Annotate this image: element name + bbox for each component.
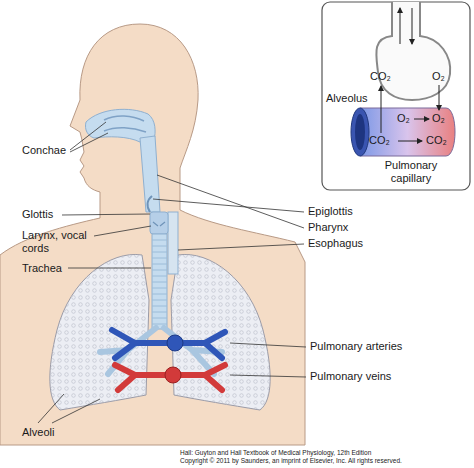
part-label: Alveolus xyxy=(326,92,368,105)
gas-label: CO₂ xyxy=(370,70,391,83)
part-label: Pulmonary veins xyxy=(310,370,391,383)
gas-arrow xyxy=(381,86,382,133)
epiglottis xyxy=(148,196,152,212)
gas-label: O₂ xyxy=(397,112,410,125)
leader-line xyxy=(68,268,151,269)
trachea xyxy=(152,234,167,329)
part-label: Conchae xyxy=(22,144,66,157)
gas-label: CO₂ xyxy=(369,134,390,147)
gas-label: CO₂ xyxy=(426,134,447,147)
part-label: Esophagus xyxy=(308,237,363,250)
leader-lines xyxy=(38,122,306,423)
part-label: Larynx, vocal cords xyxy=(22,229,94,254)
gas-arrow xyxy=(439,85,440,110)
pharynx xyxy=(140,136,160,212)
credit-line: Copyright © 2011 by Saunders, an imprint… xyxy=(180,457,402,464)
part-label: Pulmonary arteries xyxy=(310,340,402,353)
gas-arrow xyxy=(400,8,401,44)
leader-line xyxy=(62,214,150,215)
pulmonary-artery-trunk xyxy=(167,335,183,351)
leader-line xyxy=(52,399,100,423)
part-label: Epiglottis xyxy=(308,205,353,218)
concha xyxy=(104,116,144,121)
part-label: Glottis xyxy=(22,208,53,221)
pulmonary-vein-branches xyxy=(115,365,225,390)
esophagus xyxy=(168,212,178,274)
leader-line xyxy=(178,244,304,250)
part-label: Pulmonary capillary xyxy=(366,159,456,184)
leader-line xyxy=(70,133,108,152)
pulmonary-artery-branches xyxy=(112,330,225,358)
concha xyxy=(104,128,146,132)
gas-label: O₂ xyxy=(432,112,445,125)
trachea-rings xyxy=(152,240,167,324)
gas-arrow xyxy=(412,8,413,44)
left-lung-alveoli xyxy=(50,254,149,410)
leader-line xyxy=(230,375,306,377)
capillary-end xyxy=(351,108,369,156)
credit-line: Hall: Guyton and Hall Textbook of Medica… xyxy=(180,449,371,456)
gas-label: O₂ xyxy=(432,70,445,83)
leader-line xyxy=(230,343,306,347)
vocal-cords xyxy=(153,222,165,226)
gas-arrow xyxy=(398,141,422,142)
leader-line xyxy=(70,122,106,150)
part-label: Trachea xyxy=(22,262,62,275)
larynx xyxy=(150,212,168,234)
capillary-body xyxy=(360,108,455,156)
pulmonary-vein-trunk xyxy=(165,367,181,383)
leader-line xyxy=(157,175,304,228)
body-outline xyxy=(0,24,305,445)
gas-arrow xyxy=(414,119,429,120)
part-label: Alveoli xyxy=(22,426,54,439)
inset-frame xyxy=(322,2,470,190)
part-label: Pharynx xyxy=(308,221,348,234)
leader-line xyxy=(94,226,151,236)
capillary-lumen xyxy=(355,114,365,150)
left-lung xyxy=(50,254,149,410)
